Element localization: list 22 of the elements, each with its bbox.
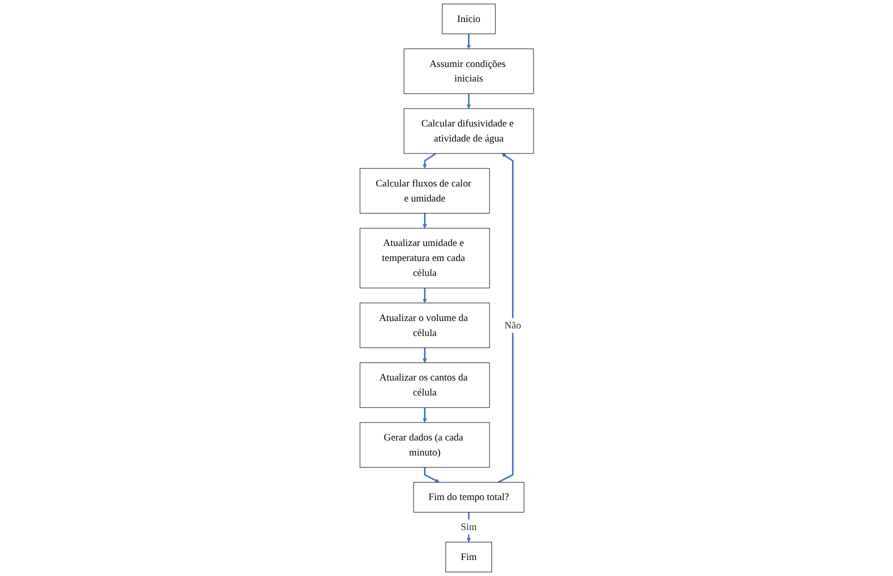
node-box: Fim do tempo total? xyxy=(413,482,524,512)
arrow xyxy=(498,153,514,483)
arrow xyxy=(422,348,427,363)
arrow xyxy=(424,467,440,482)
arrow xyxy=(422,288,427,304)
edge-label: Sim xyxy=(460,522,477,533)
arrow xyxy=(466,512,471,542)
node-box: Atualizar umidade e temperatura em cada célula xyxy=(359,228,490,288)
edge-label: Não xyxy=(504,320,521,331)
node-box: Calcular fluxos de calor e umidade xyxy=(359,168,490,214)
node-box: Fim xyxy=(445,542,492,572)
node-box: Calcular difusividade e atividade de água xyxy=(403,108,534,154)
node-box: Atualizar os cantos da célula xyxy=(359,362,490,408)
node-box: Gerar dados (a cada minuto) xyxy=(359,422,490,468)
node-box: Atualizar o volume da célula xyxy=(359,302,490,348)
node-box: Assumir condições iniciais xyxy=(403,48,534,94)
arrow xyxy=(466,34,471,50)
arrow xyxy=(422,408,427,423)
arrow xyxy=(422,213,427,228)
node-box: Início xyxy=(442,4,496,34)
arrow xyxy=(422,152,436,169)
arrow xyxy=(466,94,471,109)
